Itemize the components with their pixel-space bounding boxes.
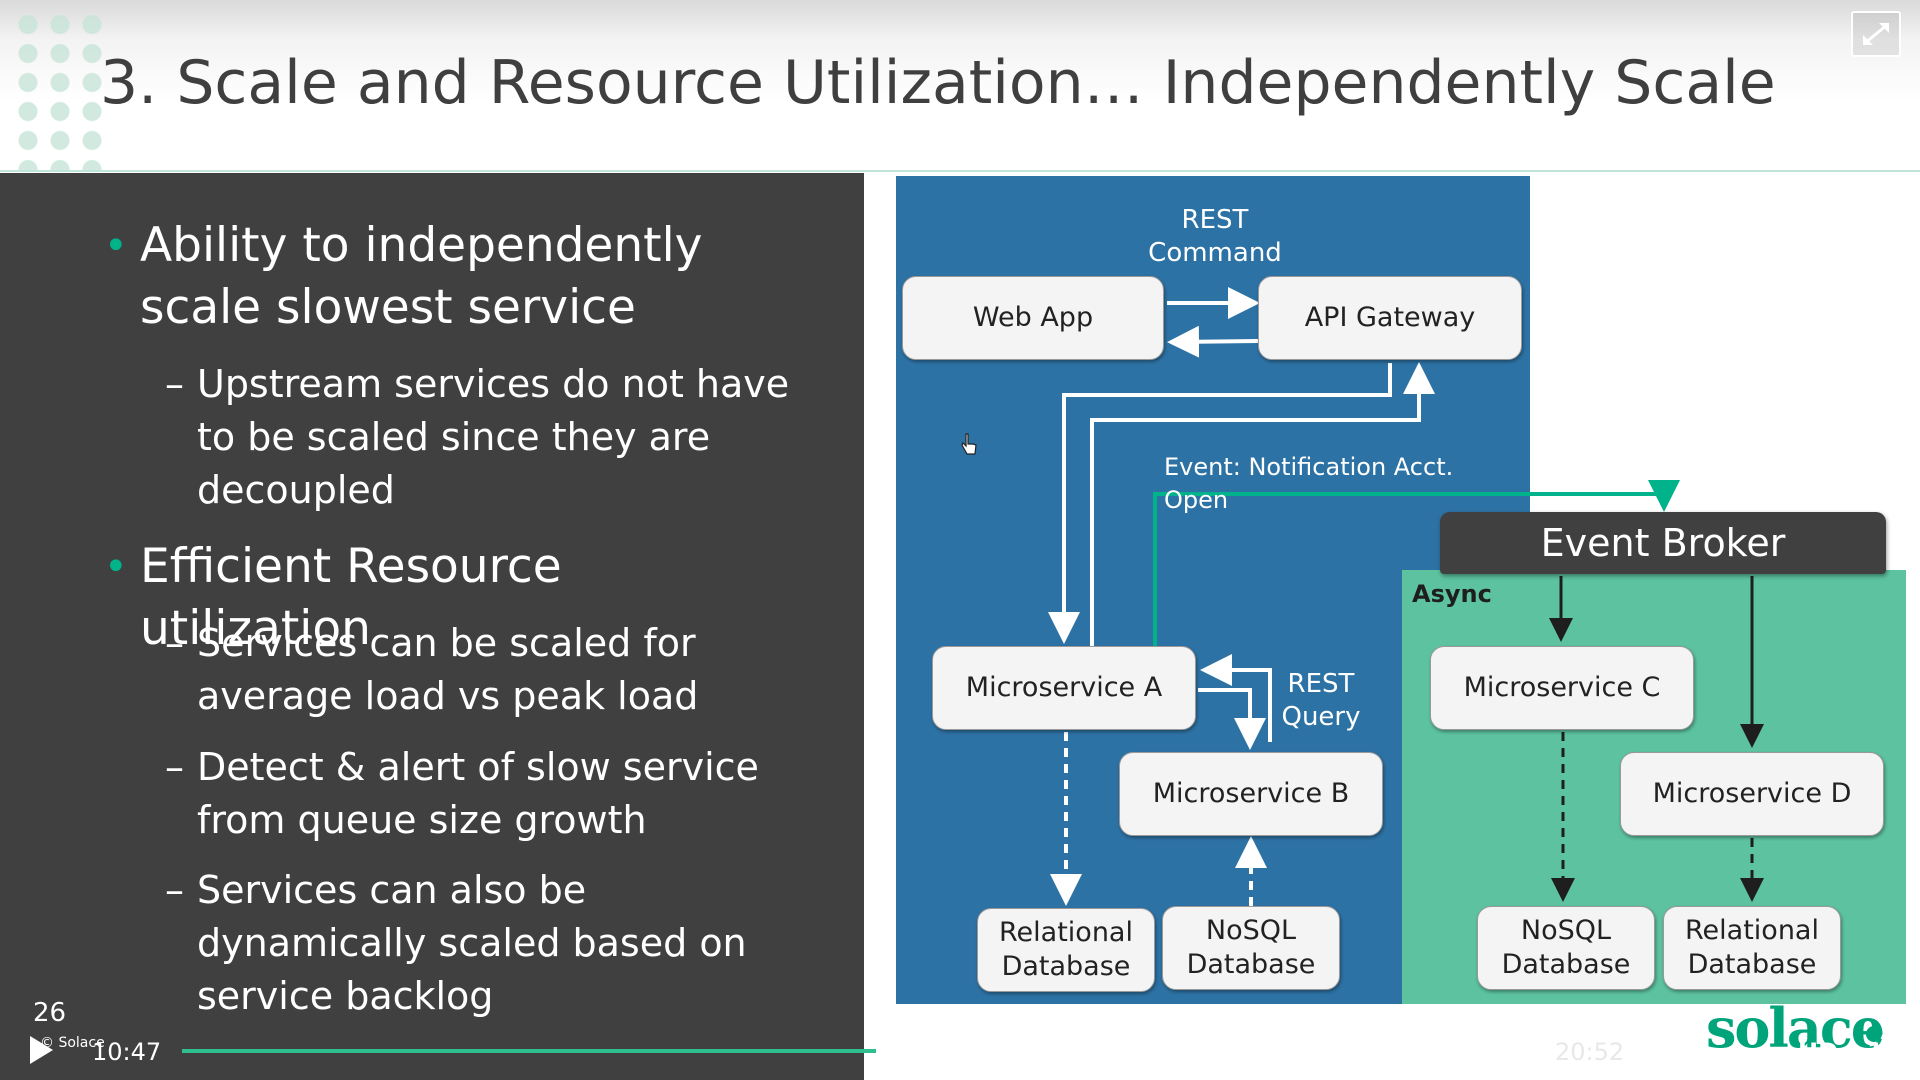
current-time: 10:47 xyxy=(92,1038,162,1066)
progress-fill xyxy=(182,1049,877,1053)
logo-dot xyxy=(1866,1026,1882,1042)
copyright-text: © Solace xyxy=(40,1035,105,1051)
volume-slider[interactable] xyxy=(1690,1049,1770,1053)
rest-command-label: REST Command xyxy=(1148,205,1282,268)
rest-query-label: REST Query xyxy=(1281,669,1361,732)
bullet-2-text: Efficient Resource utilization xyxy=(140,539,562,656)
slide-text-panel: • Ability to independently scale slowest… xyxy=(0,173,864,1080)
nosql-database-c-node: NoSQL Database xyxy=(1477,906,1655,990)
event-notification-label: Event: Notification Acct. Open xyxy=(1164,453,1454,514)
bullet-1: • Ability to independently scale slowest… xyxy=(104,218,703,335)
relational-database-a-node: Relational Database xyxy=(977,908,1155,992)
hand-cursor-icon xyxy=(961,433,977,455)
fullscreen-icon xyxy=(1863,23,1889,45)
microservice-c-node: Microservice C xyxy=(1430,646,1694,730)
header-divider xyxy=(0,170,1920,172)
bullet-2-sub-3: – Services can also be dynamically scale… xyxy=(165,868,747,1018)
bullet-1-sub-1: – Upstream services do not have to be sc… xyxy=(165,362,790,512)
progress-bar[interactable] xyxy=(182,1049,1527,1053)
microservice-d-node: Microservice D xyxy=(1620,752,1884,836)
decorative-dot-pattern xyxy=(12,10,108,170)
bullet-2-sub-1-text: Services can be scaled for average load … xyxy=(197,621,699,718)
play-button[interactable] xyxy=(30,1036,53,1064)
slide-title: 3. Scale and Resource Utilization… Indep… xyxy=(100,48,1776,118)
bullet-2-sub-2: – Detect & alert of slow service from qu… xyxy=(165,745,759,842)
total-time: 20:52 xyxy=(1555,1038,1625,1066)
slide-header: 3. Scale and Resource Utilization… Indep… xyxy=(0,0,1920,172)
microservice-a-node: Microservice A xyxy=(932,646,1196,730)
bullet-1-text: Ability to independently scale slowest s… xyxy=(140,218,703,335)
web-app-node: Web App xyxy=(902,276,1164,360)
speed-button[interactable]: 1x xyxy=(1867,1038,1900,1066)
fullscreen-button[interactable] xyxy=(1851,11,1901,57)
microservice-b-node: Microservice B xyxy=(1119,752,1383,836)
api-gateway-node: API Gateway xyxy=(1258,276,1522,360)
bullet-2: • Efficient Resource utilization xyxy=(104,539,562,656)
nosql-database-b-node: NoSQL Database xyxy=(1162,906,1340,990)
async-label: Async xyxy=(1412,580,1492,608)
bullet-2-sub-3-text: Services can also be dynamically scaled … xyxy=(197,868,747,1018)
bullet-2-sub-2-text: Detect & alert of slow service from queu… xyxy=(197,745,759,842)
event-broker: Event Broker xyxy=(1440,512,1886,574)
hd-button[interactable]: HD xyxy=(1798,1038,1839,1066)
slide-number: 26 xyxy=(33,998,67,1028)
bullet-2-sub-1: – Services can be scaled for average loa… xyxy=(165,621,699,718)
bullet-1-sub-1-text: Upstream services do not have to be scal… xyxy=(197,362,790,512)
relational-database-d-node: Relational Database xyxy=(1663,906,1841,990)
solace-logo: solace xyxy=(1706,996,1885,1060)
volume-icon[interactable] xyxy=(1646,1040,1668,1062)
